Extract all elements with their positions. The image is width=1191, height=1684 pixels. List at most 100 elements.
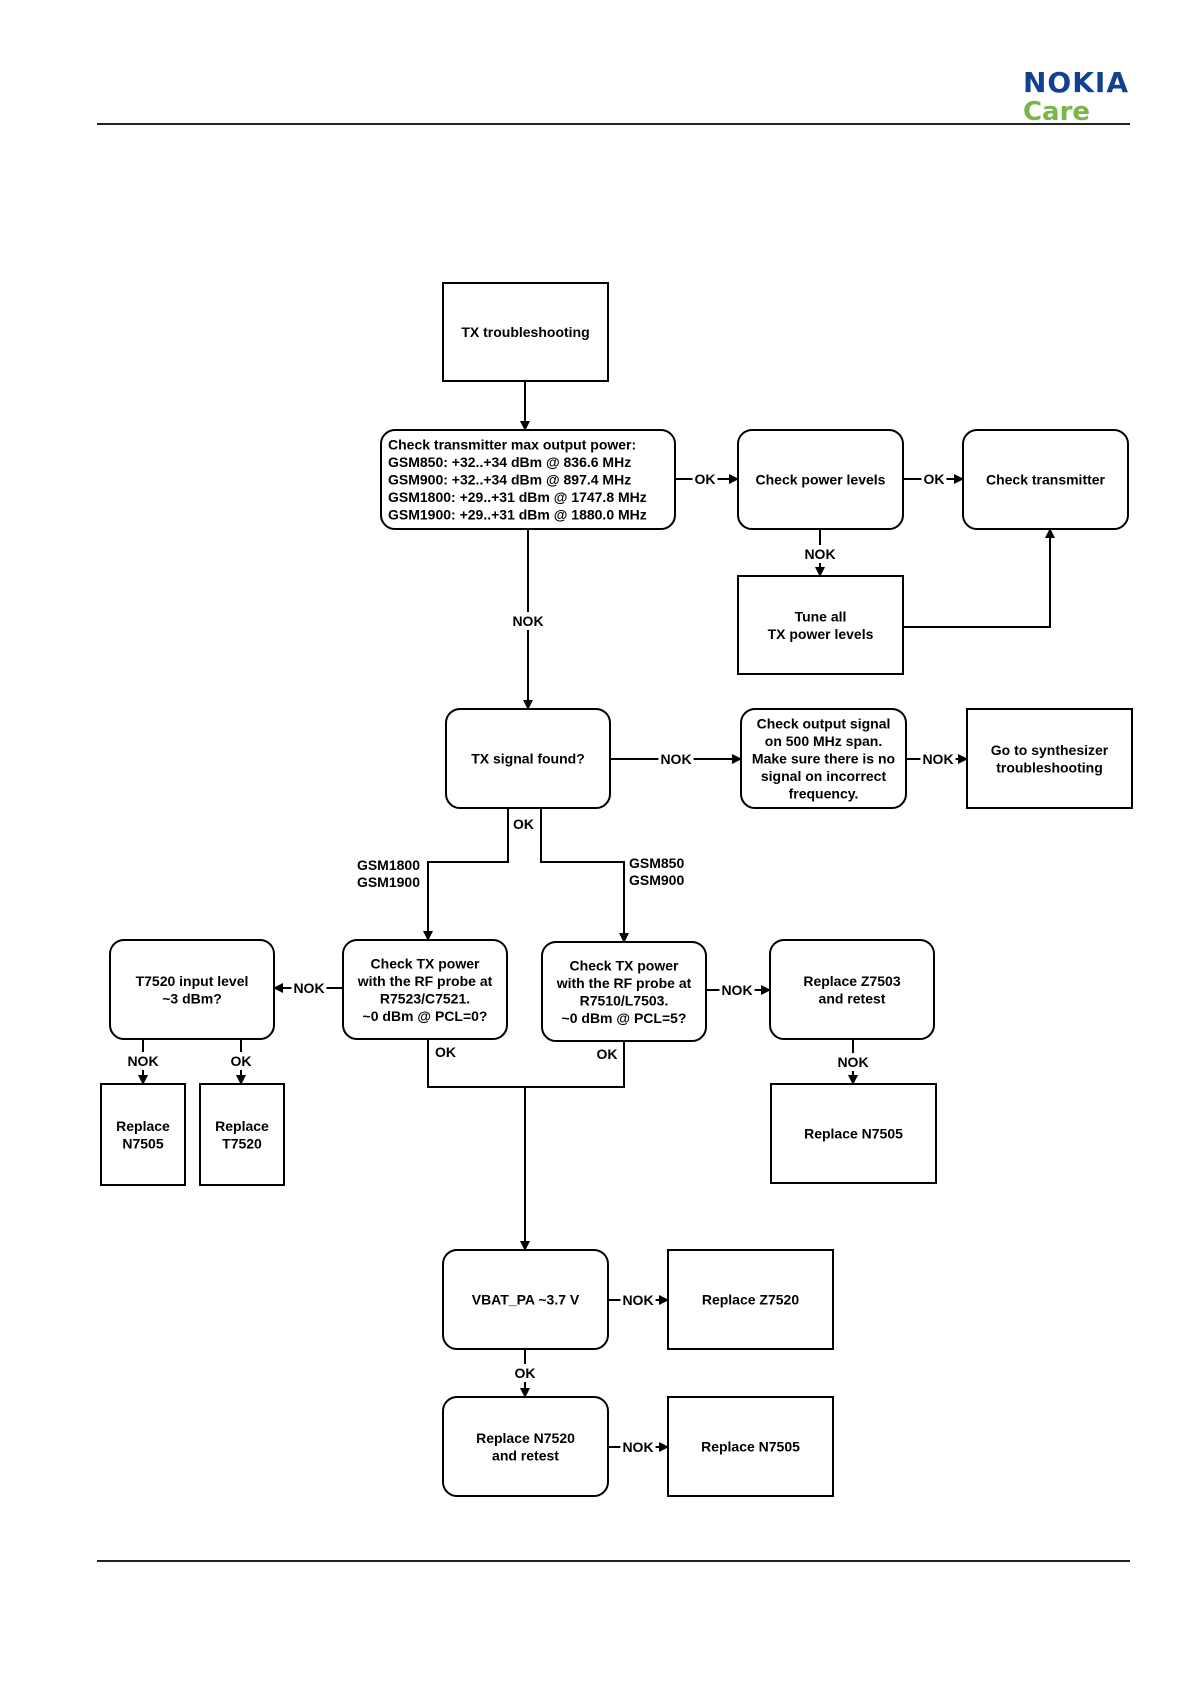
- edge-label-bg: [920, 750, 956, 768]
- node-text-line: VBAT_PA ~3.7 V: [472, 1292, 580, 1308]
- node-text-line: ~3 dBm?: [162, 990, 222, 1006]
- node-shape: [541, 941, 707, 1042]
- node-text-line: Check TX power: [570, 957, 679, 973]
- edge-label: NOK: [920, 750, 956, 768]
- edge-label-bg: [125, 1052, 161, 1070]
- node-text-line: on 500 MHz span.: [765, 733, 882, 749]
- edge-label-bg: [228, 1052, 254, 1070]
- edge-label: NOK: [620, 1291, 656, 1309]
- edge-label-text: NOK: [922, 751, 953, 767]
- node-shape: [770, 1083, 937, 1184]
- node-shape: [442, 1396, 609, 1497]
- node-text-line: TX power levels: [768, 626, 874, 642]
- edge-label: OK: [513, 816, 534, 832]
- edge-label-text: OK: [513, 816, 534, 832]
- footer-rule: [97, 1560, 1130, 1562]
- edge-label-text: NOK: [837, 1054, 868, 1070]
- edge-label: NOK: [658, 750, 694, 768]
- edge-label-text: NOK: [622, 1439, 653, 1455]
- edge-label-text: OK: [515, 1365, 536, 1381]
- edge-label-text: NOK: [721, 982, 752, 998]
- node-text-line: GSM850: +32..+34 dBm @ 836.6 MHz: [388, 454, 631, 470]
- node-text-line: ~0 dBm @ PCL=5?: [562, 1010, 687, 1026]
- node-text-line: Tune all: [795, 608, 847, 624]
- node-check-power-levels: Check power levels: [737, 429, 904, 530]
- node-vbat: VBAT_PA ~3.7 V: [442, 1249, 609, 1350]
- node-text-line: Replace N7505: [804, 1126, 903, 1142]
- node-shape: [199, 1083, 285, 1186]
- node-text-line: Replace: [116, 1118, 170, 1134]
- node-text-line: with the RF probe at: [357, 973, 493, 989]
- edge-label-text: GSM850: [629, 855, 684, 871]
- node-shape: [740, 708, 907, 809]
- edge-label-text: NOK: [660, 751, 691, 767]
- edge-label-text: OK: [435, 1044, 456, 1060]
- logo-sub: Care: [1022, 97, 1091, 127]
- edge-label: NOK: [719, 981, 755, 999]
- edge-label-bg: [921, 470, 947, 488]
- edge-label: NOK: [835, 1053, 871, 1071]
- edge-label-bg: [835, 1053, 871, 1071]
- node-text-line: GSM1900: +29..+31 dBm @ 1880.0 MHz: [388, 507, 647, 523]
- edge-label: NOK: [125, 1052, 161, 1070]
- node-text-line: and retest: [492, 1447, 559, 1463]
- node-shape: [737, 429, 904, 530]
- node-shape: [667, 1396, 834, 1497]
- node-text-line: T7520: [222, 1135, 262, 1151]
- edge-label-bg: [512, 1364, 538, 1382]
- node-text-line: with the RF probe at: [556, 975, 692, 991]
- nokia-care-logo: NOKIA Care: [1022, 66, 1129, 127]
- edge-label-bg: [291, 979, 327, 997]
- node-text-line: T7520 input level: [136, 973, 249, 989]
- edge-label-text: NOK: [804, 546, 835, 562]
- node-start: TX troubleshooting: [442, 282, 609, 382]
- logo-brand: NOKIA: [1022, 66, 1129, 99]
- edge-label: OK: [921, 470, 947, 488]
- node-shape: [966, 708, 1133, 809]
- edge-label-bg: [692, 470, 718, 488]
- node-text-line: Replace N7505: [701, 1439, 800, 1455]
- edge-label-text: OK: [597, 1046, 618, 1062]
- node-t7520-input: T7520 input level~3 dBm?: [109, 939, 275, 1040]
- edge-label: NOK: [291, 979, 327, 997]
- node-text-line: Replace Z7520: [702, 1292, 799, 1308]
- node-replace-n7505-bottom: Replace N7505: [667, 1396, 834, 1497]
- node-shape: [380, 429, 676, 530]
- node-text-line: ~0 dBm @ PCL=0?: [363, 1008, 488, 1024]
- node-text-line: Replace Z7503: [803, 973, 900, 989]
- edge-label-bg: [802, 545, 838, 563]
- node-text-line: Replace: [215, 1118, 269, 1134]
- edge-signal-found-to-r7510: [540, 808, 629, 943]
- edge-label: GSM900: [629, 872, 684, 888]
- edge-label: OK: [435, 1044, 456, 1060]
- edge-label-text: OK: [695, 471, 716, 487]
- edge-label: GSM1900: [357, 874, 420, 890]
- node-shape: [442, 1249, 609, 1350]
- edge-label: GSM1800: [357, 857, 420, 873]
- edge-label-text: OK: [924, 471, 945, 487]
- node-text-line: N7505: [122, 1135, 163, 1151]
- node-text-line: TX troubleshooting: [461, 324, 589, 340]
- node-text-line: Replace N7520: [476, 1430, 575, 1446]
- node-tune-all: Tune all TX power levels: [737, 575, 904, 675]
- node-text-line: R7523/C7521.: [380, 990, 470, 1006]
- node-text-line: Check power levels: [756, 472, 886, 488]
- edge-label-text: NOK: [622, 1292, 653, 1308]
- node-text-line: TX signal found?: [471, 751, 585, 767]
- node-shape: [962, 429, 1129, 530]
- node-shape: [769, 939, 935, 1040]
- node-shape: [109, 939, 275, 1040]
- node-shape: [342, 939, 508, 1040]
- edge-label-text: NOK: [127, 1053, 158, 1069]
- edge-r7523-merge: [427, 1039, 525, 1088]
- node-text-line: GSM900: +32..+34 dBm @ 897.4 MHz: [388, 472, 631, 488]
- node-text-line: GSM1800: +29..+31 dBm @ 1747.8 MHz: [388, 489, 647, 505]
